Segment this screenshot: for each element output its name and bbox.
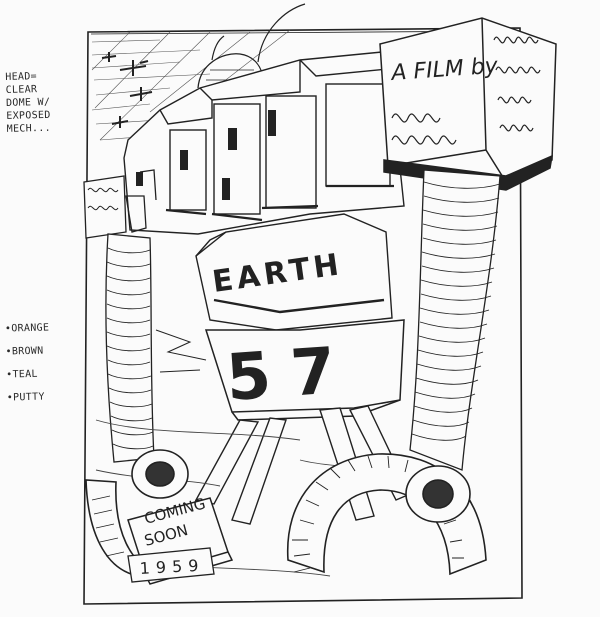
airplanes bbox=[101, 52, 153, 128]
billboard-scribbles bbox=[391, 36, 541, 145]
head-building bbox=[123, 51, 405, 235]
billboard-box bbox=[379, 17, 557, 191]
torso-building bbox=[195, 213, 393, 331]
left-arm-ribs bbox=[106, 247, 154, 450]
year-numbers: 57 bbox=[224, 333, 358, 416]
title-robo-outline bbox=[125, 169, 157, 233]
year-plaque bbox=[127, 547, 215, 583]
right-arm-ribs bbox=[411, 181, 501, 441]
right-wheel bbox=[286, 453, 487, 576]
antenna-wire bbox=[257, 3, 306, 63]
year-plaque-text: 1959 bbox=[139, 556, 205, 578]
year-block bbox=[204, 319, 405, 421]
antenna-wire bbox=[211, 35, 225, 61]
left-speaker-box bbox=[83, 175, 127, 239]
left-wheel-hatch bbox=[91, 495, 125, 557]
right-arm-tube bbox=[409, 169, 501, 471]
right-wheel-teeth bbox=[292, 455, 464, 573]
energy-scratches bbox=[155, 329, 207, 373]
